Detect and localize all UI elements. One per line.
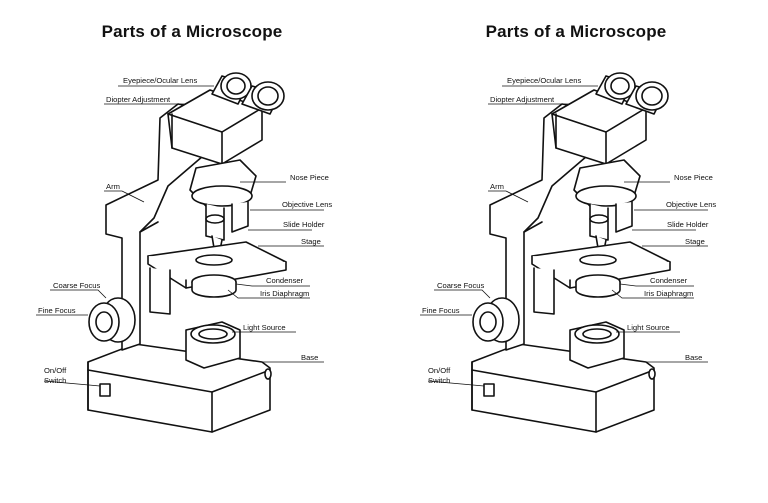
label-on-off-line1: On/Off: [44, 366, 67, 375]
label-base: Base: [685, 353, 703, 362]
label-nose-piece: Nose Piece: [674, 173, 713, 182]
label-stage: Stage: [685, 237, 705, 246]
label-base: Base: [301, 353, 319, 362]
label-condenser: Condenser: [266, 276, 304, 285]
label-iris-diaphragm: Iris Diaphragm: [260, 289, 310, 298]
diagram-panel-left: Parts of a Microscope: [36, 22, 333, 433]
label-light-source: Light Source: [243, 323, 286, 332]
label-eyepiece: Eyepiece/Ocular Lens: [123, 76, 198, 85]
label-arm: Arm: [490, 182, 504, 191]
label-iris-diaphragm: Iris Diaphragm: [644, 289, 694, 298]
label-condenser: Condenser: [650, 276, 688, 285]
label-light-source: Light Source: [627, 323, 670, 332]
base-shape: [87, 343, 271, 433]
label-diopter-adjustment: Diopter Adjustment: [490, 95, 555, 104]
diagram-title: Parts of a Microscope: [101, 22, 283, 41]
label-coarse-focus: Coarse Focus: [437, 281, 485, 290]
label-nose-piece: Nose Piece: [290, 173, 329, 182]
diagram-panel-right: Parts of a Microscope: [384, 0, 768, 503]
label-slide-holder: Slide Holder: [283, 220, 325, 229]
label-fine-focus: Fine Focus: [422, 306, 460, 315]
label-on-off-line1: On/Off: [428, 366, 451, 375]
label-stage: Stage: [301, 237, 321, 246]
label-eyepiece: Eyepiece/Ocular Lens: [507, 76, 582, 85]
label-objective-lens: Objective Lens: [666, 200, 717, 209]
label-objective-lens: Objective Lens: [282, 200, 333, 209]
label-on-off-line2: Switch: [428, 376, 451, 385]
label-on-off-line2: Switch: [44, 376, 67, 385]
arm-shape: [489, 103, 607, 351]
label-arm: Arm: [106, 182, 120, 191]
diagram-title: Parts of a Microscope: [485, 22, 667, 41]
label-slide-holder: Slide Holder: [667, 220, 709, 229]
label-fine-focus: Fine Focus: [38, 306, 76, 315]
label-coarse-focus: Coarse Focus: [53, 281, 101, 290]
label-diopter-adjustment: Diopter Adjustment: [106, 95, 171, 104]
base-shape: [471, 343, 655, 433]
microscope-illustration: [36, 72, 324, 433]
microscope-illustration: [420, 72, 708, 433]
arm-shape: [105, 103, 223, 351]
